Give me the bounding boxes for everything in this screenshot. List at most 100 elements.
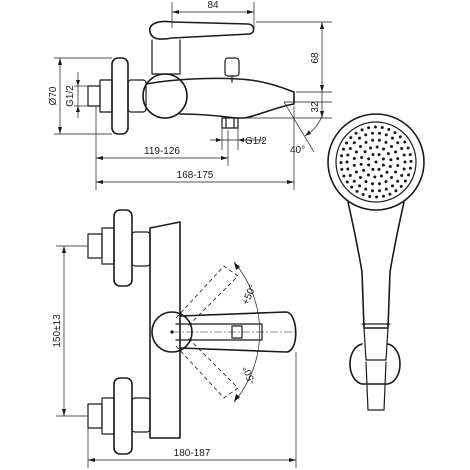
shower-nozzle bbox=[366, 173, 370, 177]
shower-nozzle bbox=[396, 141, 400, 145]
shower-nozzle bbox=[378, 131, 381, 135]
shower-nozzle bbox=[371, 153, 375, 157]
shower-nozzle bbox=[364, 187, 368, 191]
shower-nozzle bbox=[384, 140, 388, 144]
shower-nozzle bbox=[390, 144, 394, 148]
shower-nozzle bbox=[398, 135, 402, 139]
shower-nozzle bbox=[381, 157, 385, 161]
shower-nozzle bbox=[346, 167, 350, 171]
shower-nozzle bbox=[403, 160, 407, 164]
shower-nozzle bbox=[384, 180, 388, 184]
front-bottom-hex bbox=[101, 397, 115, 435]
shower-nozzle bbox=[364, 140, 368, 144]
side-wall-flange bbox=[111, 57, 129, 135]
shower-nozzle bbox=[354, 131, 358, 135]
shower-nozzle bbox=[371, 189, 374, 193]
shower-nozzle bbox=[361, 193, 365, 197]
shower-nozzle bbox=[408, 166, 412, 170]
shower-nozzle bbox=[360, 156, 364, 160]
front-body-bar bbox=[149, 221, 181, 439]
shower-nozzle bbox=[371, 182, 375, 186]
shower-nozzle bbox=[340, 167, 344, 171]
shower-nozzle bbox=[402, 153, 406, 157]
dim-total-depth: 168-175 bbox=[177, 170, 214, 181]
shower-nozzle bbox=[369, 146, 373, 150]
shower-nozzle bbox=[406, 146, 410, 150]
shower-nozzle bbox=[371, 167, 375, 171]
shower-nozzle bbox=[373, 175, 377, 179]
dim-outlet-thread: G1/2 bbox=[245, 136, 267, 147]
side-view bbox=[87, 20, 295, 135]
shower-nozzle bbox=[402, 167, 406, 171]
shower-nozzle bbox=[382, 147, 386, 151]
shower-nozzle bbox=[394, 189, 398, 193]
lever-ghost-up bbox=[175, 265, 239, 327]
shower-nozzle bbox=[390, 176, 394, 180]
shower-nozzle bbox=[381, 163, 385, 167]
dim-spout-drop: 32 bbox=[310, 101, 321, 113]
shower-head-rim bbox=[327, 113, 425, 211]
shower-nozzle bbox=[394, 170, 398, 174]
side-cartridge-cap bbox=[151, 39, 181, 75]
dim-spout-angle: 40° bbox=[290, 145, 305, 156]
shower-nozzle bbox=[387, 127, 391, 131]
front-top-nipple bbox=[87, 233, 103, 259]
shower-nozzle bbox=[403, 179, 407, 183]
shower-nozzle bbox=[345, 180, 349, 184]
shower-nozzle bbox=[346, 153, 350, 157]
shower-nozzle bbox=[386, 152, 390, 156]
shower-nozzle bbox=[360, 128, 364, 132]
shower-nozzle bbox=[393, 131, 397, 135]
front-bottom-nipple bbox=[87, 403, 103, 429]
shower-nozzle bbox=[400, 173, 404, 177]
dim-body-height: 68 bbox=[310, 52, 321, 64]
shower-nozzle bbox=[396, 163, 400, 167]
hand-shower bbox=[327, 113, 425, 411]
shower-nozzle bbox=[381, 194, 385, 198]
shower-nozzle bbox=[377, 182, 381, 186]
shower-nozzle bbox=[368, 194, 372, 198]
shower-nozzle bbox=[348, 147, 352, 151]
shower-nozzle bbox=[374, 160, 378, 164]
shower-nozzle bbox=[364, 133, 368, 137]
side-outlet-nut bbox=[221, 117, 239, 129]
dim-lever-reach: 84 bbox=[207, 0, 219, 11]
shower-nozzle bbox=[384, 187, 388, 191]
side-view-dimensions: 84 Ø70 G1/2 68 32 G1/2 bbox=[48, 0, 332, 190]
shower-nozzle bbox=[388, 192, 392, 196]
shower-nozzle bbox=[345, 141, 349, 145]
shower-nozzle bbox=[371, 138, 375, 142]
shower-nozzle bbox=[400, 147, 404, 151]
shower-nozzle bbox=[355, 189, 359, 193]
shower-nozzle bbox=[389, 158, 393, 162]
shower-nozzle bbox=[354, 170, 358, 174]
dim-spout-reach: 119-126 bbox=[144, 146, 180, 157]
shower-nozzle bbox=[380, 126, 384, 130]
side-eccentric-nut bbox=[127, 79, 147, 113]
shower-holder bbox=[349, 343, 401, 385]
shower-nozzle bbox=[352, 141, 356, 145]
shower-nozzle bbox=[352, 157, 356, 161]
shower-nozzle bbox=[373, 125, 377, 129]
shower-nozzle bbox=[396, 179, 400, 183]
shower-nozzle bbox=[394, 150, 398, 154]
shower-nozzle bbox=[396, 157, 400, 161]
shower-nozzle bbox=[384, 133, 388, 137]
shower-nozzle bbox=[390, 136, 394, 140]
shower-nozzle bbox=[367, 163, 371, 167]
shower-nozzle bbox=[367, 157, 371, 161]
shower-nozzle bbox=[348, 173, 352, 177]
dim-centres: 150±13 bbox=[52, 314, 63, 348]
shower-nozzle bbox=[377, 167, 381, 171]
shower-nozzle bbox=[350, 185, 354, 189]
shower-nozzle bbox=[358, 176, 362, 180]
shower-nozzle bbox=[358, 136, 362, 140]
shower-nozzle bbox=[354, 150, 358, 154]
lever-ghost-down bbox=[175, 337, 239, 399]
shower-nozzle bbox=[399, 184, 403, 188]
dim-inlet-diameter: Ø70 bbox=[48, 86, 59, 105]
shower-nozzle bbox=[408, 153, 412, 157]
front-top-hex bbox=[101, 227, 115, 265]
front-top-flange bbox=[113, 209, 133, 287]
